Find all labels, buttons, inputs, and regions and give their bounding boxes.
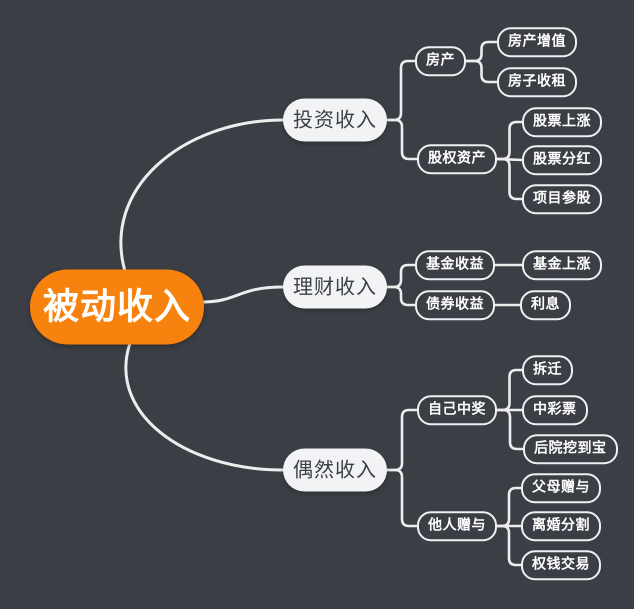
mindmap-node-lottery-win[interactable]: 中彩票: [522, 395, 588, 425]
connector-financial-income-to-bond-returns: [385, 285, 417, 307]
mindmap-node-stock-dividend[interactable]: 股票分红: [522, 145, 602, 175]
mindmap-node-bond-returns[interactable]: 债券收益: [415, 290, 495, 320]
mindmap-node-house-rent[interactable]: 房子收租: [497, 67, 577, 97]
mindmap-node-parents-gift[interactable]: 父母赠与: [521, 473, 601, 503]
mindmap-node-real-estate[interactable]: 房产: [415, 46, 466, 76]
connector-passive-income-to-investment-income: [119, 118, 285, 275]
connector-self-winning-to-backyard-treasure: [495, 408, 525, 451]
mindmap-node-fund-rise[interactable]: 基金上涨: [522, 250, 602, 280]
connector-investment-income-to-equity-assets: [385, 118, 419, 161]
mindmap-node-property-appreciation[interactable]: 房产增值: [497, 27, 577, 57]
connector-passive-income-to-windfall-income: [124, 339, 285, 472]
mindmap-node-demolition[interactable]: 拆迁: [522, 355, 573, 385]
mindmap-node-equity-assets[interactable]: 股权资产: [417, 144, 497, 174]
mindmap-node-self-winning[interactable]: 自己中奖: [417, 395, 497, 425]
connector-equity-assets-to-project-equity: [495, 157, 524, 201]
mindmap-node-fund-returns[interactable]: 基金收益: [415, 250, 495, 280]
mindmap-node-passive-income[interactable]: 被动收入: [30, 269, 205, 345]
mindmap-node-power-money-deal[interactable]: 权钱交易: [521, 550, 601, 580]
mindmap-node-backyard-treasure[interactable]: 后院挖到宝: [523, 434, 618, 464]
connector-gifts-from-others-to-power-money-deal: [495, 524, 523, 567]
mindmap-node-financial-income[interactable]: 理财收入: [283, 265, 387, 309]
mindmap-node-stock-rise[interactable]: 股票上涨: [522, 107, 602, 137]
mindmap-node-interest[interactable]: 利息: [520, 290, 571, 320]
connector-real-estate-to-house-rent: [464, 59, 499, 84]
connector-passive-income-to-financial-income: [200, 285, 285, 304]
mindmap-node-windfall-income[interactable]: 偶然收入: [283, 448, 387, 492]
mindmap-node-divorce-split[interactable]: 离婚分割: [521, 511, 601, 541]
mindmap-node-project-equity[interactable]: 项目参股: [522, 184, 602, 214]
mindmap-node-gifts-from-others[interactable]: 他人赠与: [417, 511, 497, 541]
connector-windfall-income-to-gifts-from-others: [385, 468, 419, 528]
mindmap-node-investment-income[interactable]: 投资收入: [283, 98, 387, 142]
